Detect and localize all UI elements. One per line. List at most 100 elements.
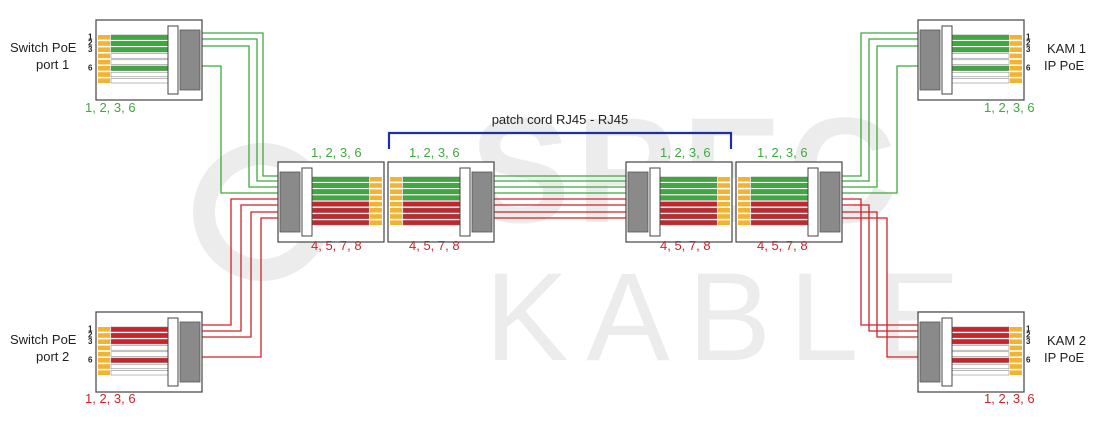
- patch-left-plug-pin-4: [390, 195, 402, 201]
- kam2-plug-pin-number-6: 6: [1026, 356, 1031, 365]
- patch-right-plug-pin-2: [718, 183, 730, 188]
- switch-port2-plug-pin-7: [98, 364, 110, 369]
- switch-port1-plug-pin-8: [98, 78, 110, 83]
- switch-port2-pins: 1, 2, 3, 6: [85, 391, 136, 406]
- device-labels: Switch PoE port 1 Switch PoE port 2 KAM …: [10, 40, 1086, 365]
- switch-port1-plug-pin-7: [98, 72, 110, 77]
- kam1-plug-pin-number-6: 6: [1026, 64, 1031, 73]
- patch-cord-bracket: patch cord RJ45 - RJ45: [387, 112, 733, 149]
- patch-left-plug-pin-1: [390, 177, 402, 182]
- right-splitter-plug-pin-3: [738, 189, 750, 194]
- kam1-plug-pin-3: [1010, 47, 1022, 52]
- kam2-plug-pin-1: [1010, 327, 1022, 332]
- right-splitter-plug: [735, 161, 843, 243]
- kam2-plug-pin-2: [1010, 333, 1022, 338]
- kam2-plug-pin-number-1: 1: [1026, 325, 1031, 334]
- switch-port2-plug-pin-5: [98, 351, 110, 357]
- patch-left-plug-pin-8: [390, 220, 402, 225]
- kam1-plug-pin-7: [1010, 72, 1022, 77]
- left-splitter-plug-strain-relief: [279, 171, 301, 233]
- right-splitter-plug-pin-7: [738, 214, 750, 219]
- kam2-plug-pin-number-2: 2: [1026, 331, 1031, 340]
- patch-right-plug-pin-5: [718, 201, 730, 207]
- left-splitter-plug-pin-7: [370, 214, 382, 219]
- patch-left-top-pins: 1, 2, 3, 6: [409, 145, 460, 160]
- kam2-plug-pin-4: [1010, 345, 1022, 351]
- pin-group-labels: 1, 2, 3, 6 1, 2, 3, 6 1, 2, 3, 6 1, 2, 3…: [85, 100, 1035, 406]
- switch-port2-plug-pin-3: [98, 339, 110, 344]
- patch-left-plug-pin-7: [390, 214, 402, 219]
- switch-port1-pins: 1, 2, 3, 6: [85, 100, 136, 115]
- switch-port1-plug-pin-number-3: 3: [88, 45, 93, 54]
- kam2-plug-pin-6: [1010, 358, 1022, 363]
- left-splitter-plug-pin-5: [370, 201, 382, 207]
- wire-18: [838, 38, 921, 182]
- kam1-line1: KAM 1: [1047, 41, 1086, 56]
- right-splitter-plug-pin-6: [738, 208, 750, 213]
- kam1-plug-pin-number-2: 2: [1026, 39, 1031, 48]
- wire-5: [201, 198, 285, 326]
- wire-19: [838, 45, 921, 188]
- patch-right-plug-pin-8: [718, 220, 730, 225]
- patch-right-plug-pin-3: [718, 189, 730, 194]
- switch-port1-plug-strain-relief: [179, 29, 201, 91]
- left-splitter-bottom-pins: 4, 5, 7, 8: [311, 238, 362, 253]
- wire-6: [201, 204, 285, 332]
- patch-cord-bracket-line: [387, 131, 733, 149]
- switch-port1-plug-pin-4: [98, 53, 110, 59]
- patch-right-bottom-pins: 4, 5, 7, 8: [660, 238, 711, 253]
- patch-left-bottom-pins: 4, 5, 7, 8: [409, 238, 460, 253]
- switch-port2-plug-pin-4: [98, 345, 110, 351]
- kam1-plug-pin-5: [1010, 59, 1022, 65]
- patch-right-plug-strain-relief: [627, 171, 649, 233]
- kam1-plug-pin-1: [1010, 35, 1022, 40]
- kam1-plug-pin-6: [1010, 66, 1022, 71]
- right-splitter-top-pins: 1, 2, 3, 6: [757, 145, 808, 160]
- wires: [201, 32, 921, 358]
- wire-1: [201, 32, 285, 177]
- left-splitter-plug-pin-4: [370, 195, 382, 201]
- switch-port2-plug-latch: [167, 317, 179, 387]
- switch-port2-plug-pin-number-3: 3: [88, 337, 93, 346]
- right-splitter-plug-latch: [807, 167, 819, 237]
- switch-port1-plug-pin-5: [98, 59, 110, 65]
- patch-cord-label: patch cord RJ45 - RJ45: [492, 112, 629, 127]
- patch-left-plug: [387, 161, 495, 243]
- switch-port2-line1: Switch PoE: [10, 332, 77, 347]
- kam1-plug-pin-8: [1010, 78, 1022, 83]
- right-splitter-plug-pin-1: [738, 177, 750, 182]
- left-splitter-plug-pin-8: [370, 220, 382, 225]
- patch-left-plug-latch: [459, 167, 471, 237]
- patch-right-plug: [625, 161, 733, 243]
- right-splitter-plug-pin-4: [738, 195, 750, 201]
- switch-port1-plug-pin-1: [98, 35, 110, 40]
- kam1-plug-pin-number-1: 1: [1026, 33, 1031, 42]
- left-splitter-plug: [277, 161, 385, 243]
- switch-port2-plug-pin-8: [98, 370, 110, 375]
- wire-3: [201, 45, 285, 188]
- switch-port2-plug-pin-6: [98, 358, 110, 363]
- patch-right-plug-pin-1: [718, 177, 730, 182]
- kam1-line2: IP PoE: [1044, 58, 1085, 73]
- right-splitter-plug-pin-5: [738, 201, 750, 207]
- patch-left-plug-pin-3: [390, 189, 402, 194]
- switch-port1-plug-pin-3: [98, 47, 110, 52]
- kam1-plug-pin-4: [1010, 53, 1022, 59]
- kam2-plug-pin-8: [1010, 370, 1022, 375]
- watermark-bottom: KABLE: [485, 248, 978, 387]
- wire-23: [838, 211, 921, 338]
- kam2-plug-pin-number-3: 3: [1026, 337, 1031, 346]
- kam1-plug-pin-2: [1010, 41, 1022, 46]
- kam2-plug-pin-5: [1010, 351, 1022, 357]
- kam2-pins: 1, 2, 3, 6: [984, 391, 1035, 406]
- left-splitter-plug-pin-2: [370, 183, 382, 188]
- wire-17: [838, 32, 921, 177]
- switch-port2-plug-pin-2: [98, 333, 110, 338]
- patch-right-plug-pin-7: [718, 214, 730, 219]
- kam2-plug-pin-3: [1010, 339, 1022, 344]
- kam1-pins: 1, 2, 3, 6: [984, 100, 1035, 115]
- switch-port1-plug-pin-number-2: 2: [88, 39, 93, 48]
